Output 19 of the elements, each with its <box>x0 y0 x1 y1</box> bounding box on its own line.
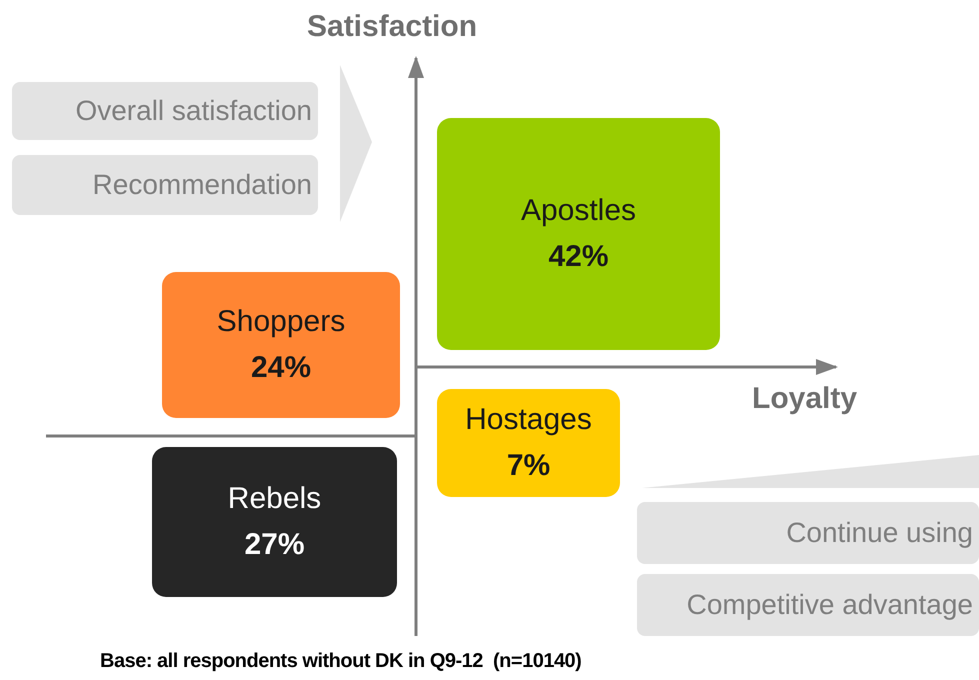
segment-name: Rebels <box>228 482 322 516</box>
segment-name: Hostages <box>465 403 592 437</box>
segment-box <box>152 447 397 597</box>
segment-percentage: 27% <box>244 528 305 562</box>
criterion-box: Overall satisfaction <box>12 82 318 140</box>
segment-box <box>162 272 400 418</box>
axis-title: Satisfaction <box>307 10 478 44</box>
segment-percentage: 7% <box>506 449 550 483</box>
axis-title: Loyalty <box>752 382 858 416</box>
segment-percentage: 42% <box>548 240 609 274</box>
segment-percentage: 24% <box>250 351 312 385</box>
caption: Base: all respondents without DK in Q9-12 (n=10140) <box>100 650 582 673</box>
segment-box <box>437 389 620 497</box>
segment-name: Apostles <box>520 194 636 228</box>
segment-name: Shoppers <box>216 305 346 339</box>
criterion-box: Continue using <box>637 502 979 564</box>
criterion-box: Competitive advantage <box>637 574 979 636</box>
criterion-box: Recommendation <box>12 155 318 215</box>
segment-box <box>437 118 720 350</box>
